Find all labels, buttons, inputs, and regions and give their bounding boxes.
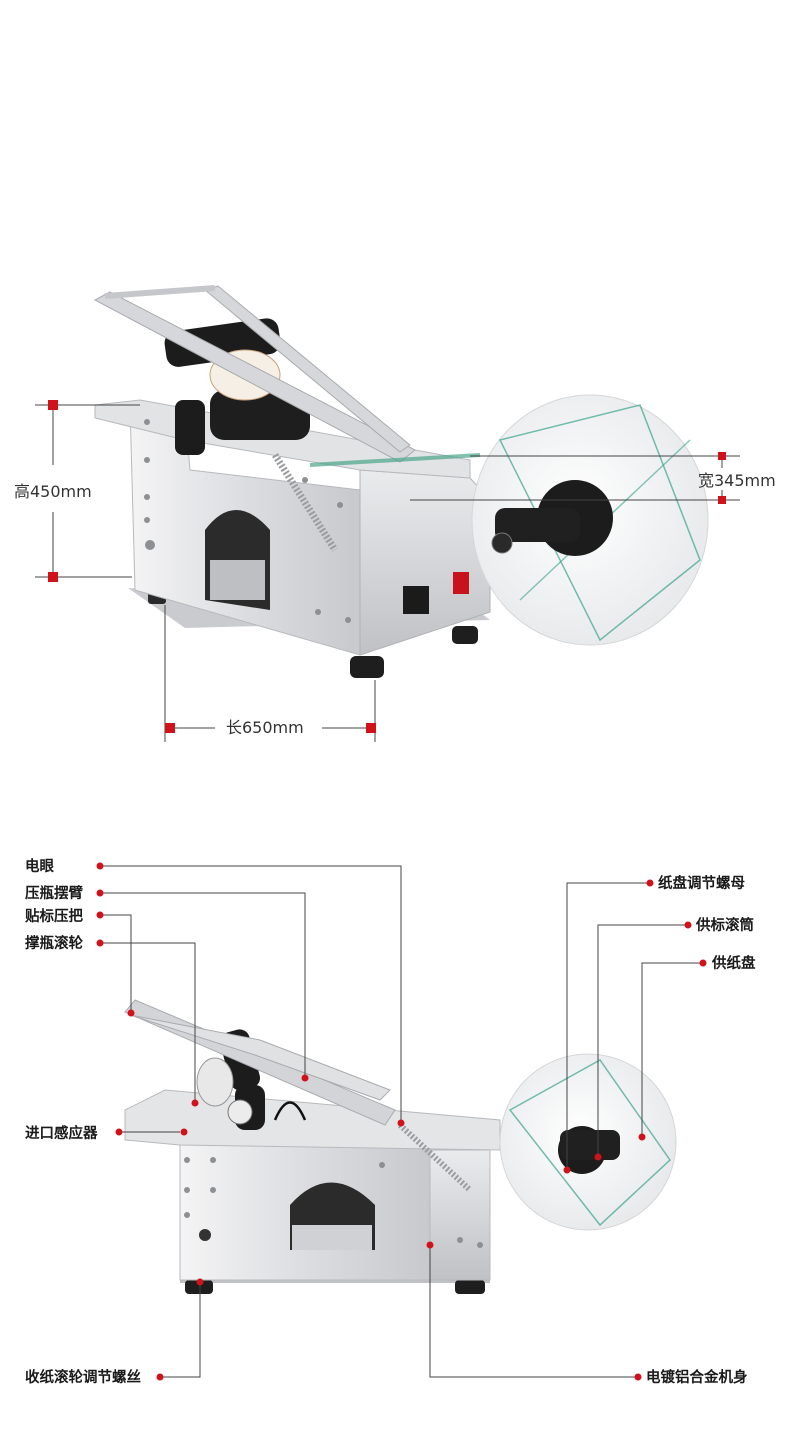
callout-label-drum: 供标滚筒: [695, 916, 754, 934]
callout-body: 电镀铝合金机身: [646, 1368, 748, 1386]
reel-shaft: [560, 1130, 620, 1160]
reel-shaft: [495, 508, 580, 542]
callout-rewind-screw: 收纸滚轮调节螺丝: [25, 1368, 141, 1386]
height-dimension: 高450mm: [14, 482, 92, 501]
power-switch: [453, 572, 469, 594]
dimension-annotations: 高450mm 宽345mm 长650mm: [14, 400, 776, 742]
spring: [272, 453, 338, 552]
width-dimension: 宽345mm: [698, 471, 776, 490]
callout-markers: [96, 862, 707, 1381]
foot: [350, 656, 384, 678]
callout-reel-nut: 纸盘调节螺母: [658, 874, 745, 892]
callout-sensor: 电眼: [25, 857, 54, 875]
roller: [175, 400, 205, 455]
callout-inlet-sensor: 进口感应器: [25, 1124, 98, 1142]
front-box: [429, 1149, 491, 1281]
length-dimension: 长650mm: [226, 718, 304, 737]
callout-press-arm: 压瓶摆臂: [25, 884, 83, 902]
callout-lines: [100, 865, 703, 1378]
machine-top: [93, 285, 709, 678]
foot: [452, 626, 478, 644]
roller: [210, 390, 310, 440]
machine-bottom: [124, 999, 677, 1294]
callout-label-press-handle: 贴标压把: [25, 907, 83, 925]
callout-support-roller: 撑瓶滚轮: [25, 934, 83, 952]
power-socket: [403, 586, 429, 614]
callout-reel: 供纸盘: [711, 954, 756, 972]
